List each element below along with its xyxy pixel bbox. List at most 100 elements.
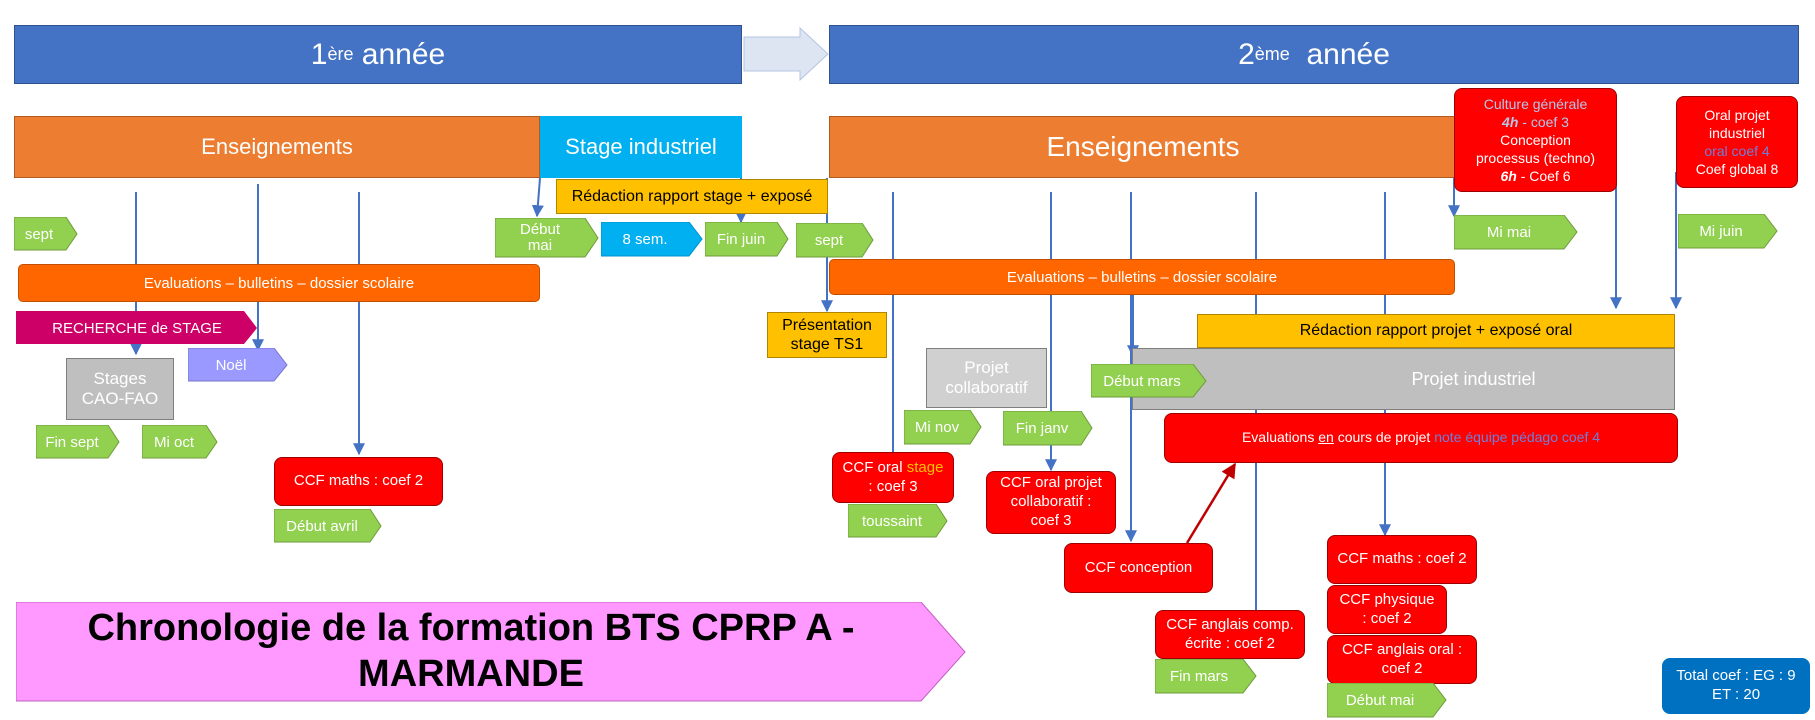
second-year-label: année	[1306, 37, 1390, 71]
tag-sept-1: sept	[14, 217, 78, 251]
ccf-anglais-ecrit-box: CCF anglais comp. écrite : coef 2	[1155, 610, 1305, 659]
ccf-oral-stage-c: : coef 3	[868, 477, 918, 495]
tag-sept-1-label: sept	[24, 225, 54, 243]
oral-projet-line1: Oral projet	[1704, 106, 1770, 123]
tag-8-sem-label: 8 sem.	[622, 231, 668, 248]
title-line1: Chronologie de la formation BTS CPRP A -	[87, 607, 855, 650]
oral-projet-line3: oral coef 4	[1704, 143, 1770, 159]
tag-debut-mai-1-line2: mai	[527, 237, 553, 254]
first-year-number: 1	[310, 37, 328, 71]
year-transition-arrow	[743, 26, 829, 82]
stages-cao-fao-box: Stages CAO-FAO	[66, 358, 174, 420]
oral-projet-box: Oral projet industriel oral coef 4 Coef …	[1676, 96, 1798, 188]
tag-mi-juin: Mi juin	[1678, 214, 1778, 249]
first-year-label: année	[361, 37, 446, 71]
red-arrow	[1185, 462, 1237, 544]
ccf-oral-collab-1: CCF oral projet	[1000, 474, 1102, 492]
tag-toussaint: toussaint	[848, 504, 948, 538]
tag-mi-nov: Mi nov	[904, 410, 982, 445]
eval-en-cours-part1: Evaluations	[1241, 429, 1319, 446]
ccf-oral-stage-box: CCF oral stage : coef 3	[832, 452, 954, 503]
oral-projet-line2: industriel	[1708, 124, 1766, 141]
tag-sept-2: sept	[796, 223, 874, 258]
enseignements-band-1: Enseignements	[14, 116, 540, 178]
evaluations-bar-1: Evaluations – bulletins – dossier scolai…	[18, 264, 540, 302]
tag-fin-mars-label: Fin mars	[1169, 668, 1229, 685]
culture-line1: Culture générale	[1483, 95, 1588, 112]
eval-en-cours-box: Evaluations en cours de projet note équi…	[1164, 413, 1678, 463]
stages-cao-line2: CAO-FAO	[81, 389, 159, 408]
tag-fin-janv-label: Fin janv	[1015, 420, 1069, 437]
ccf-oral-collab-3: coef 3	[1030, 511, 1072, 529]
title-banner: Chronologie de la formation BTS CPRP A -…	[16, 602, 966, 702]
ccf-anglais-ecrit-1: CCF anglais comp.	[1166, 615, 1294, 633]
culture-generale-box: Culture générale 4h - coef 3 Conception …	[1454, 88, 1617, 192]
first-year-superscript: ère	[327, 44, 354, 64]
tag-debut-avril: Début avril	[274, 509, 382, 543]
ccf-oral-stage-a: CCF oral	[842, 458, 907, 476]
tag-mi-nov-label: Mi nov	[914, 419, 960, 436]
tag-debut-mai-3: Début mai	[1327, 683, 1447, 718]
tag-fin-sept: Fin sept	[36, 425, 120, 459]
ccf-anglais-ecrit-2: écrite : coef 2	[1184, 634, 1276, 652]
tag-noel-label: Noël	[215, 356, 247, 374]
tag-debut-mai-3-label: Début mai	[1345, 692, 1415, 709]
culture-line5b: - Coef 6	[1516, 168, 1571, 185]
ccf-anglais-oral-2: coef 2	[1381, 659, 1423, 677]
total-coef-box: Total coef : EG : 9 ET : 20	[1662, 658, 1810, 714]
title-text: Chronologie de la formation BTS CPRP A -…	[87, 606, 854, 697]
eval-en-cours-part2: en	[1318, 429, 1334, 446]
redaction-projet-box: Rédaction rapport projet + exposé oral	[1197, 314, 1675, 348]
tag-mi-oct: Mi oct	[142, 425, 218, 459]
tag-debut-mai-1-line1: Début	[519, 220, 561, 238]
projet-industriel-box: Projet industriel	[1132, 348, 1675, 410]
ccf-oral-collab-2: collaboratif :	[1010, 493, 1092, 511]
tag-debut-mai-1: Début mai	[495, 218, 599, 258]
ccf-conception-box: CCF conception	[1064, 543, 1213, 593]
tag-sept-2-label: sept	[814, 232, 844, 249]
ccf-anglais-oral-1: CCF anglais oral :	[1341, 640, 1463, 658]
tag-fin-mars: Fin mars	[1155, 659, 1257, 694]
tag-noel: Noël	[188, 348, 288, 382]
recherche-stage-shape	[16, 311, 257, 344]
ccf-anglais-oral-box: CCF anglais oral : coef 2	[1327, 635, 1477, 684]
second-year-number: 2	[1238, 37, 1255, 71]
ccf-oral-stage-b: stage	[906, 458, 944, 476]
tag-fin-juin-label: Fin juin	[716, 231, 766, 248]
tag-mi-mai: Mi mai	[1454, 215, 1578, 250]
ccf-physique-2: : coef 2	[1362, 609, 1412, 627]
culture-line2a: 4h	[1502, 113, 1519, 130]
tag-debut-avril-label: Début avril	[286, 517, 358, 535]
culture-line4: processus (techno)	[1475, 150, 1596, 167]
total-line1: Total coef : EG : 9	[1676, 667, 1796, 685]
stage-industriel-band: Stage industriel	[540, 116, 742, 178]
projet-collaboratif-box: Projet collaboratif	[926, 348, 1047, 408]
redaction-stage-box: Rédaction rapport stage + exposé	[556, 179, 828, 214]
tag-fin-juin: Fin juin	[705, 222, 789, 257]
presentation-line2: stage TS1	[790, 336, 864, 353]
tag-mi-oct-label: Mi oct	[153, 433, 194, 451]
tag-fin-sept-label: Fin sept	[45, 433, 99, 451]
culture-line5a: 6h	[1500, 168, 1517, 185]
culture-line3: Conception	[1500, 131, 1571, 148]
eval-en-cours-part3: cours de projet	[1333, 429, 1435, 446]
total-line2: ET : 20	[1711, 686, 1761, 703]
tag-debut-mars: Début mars	[1091, 364, 1207, 398]
eval-en-cours-part4: note équipe pédago coef 4	[1434, 429, 1601, 446]
tag-fin-janv: Fin janv	[1003, 411, 1093, 446]
tag-toussaint-label: toussaint	[861, 512, 923, 530]
presentation-line1: Présentation	[782, 316, 872, 334]
projet-collab-line2: collaboratif	[945, 378, 1028, 397]
title-banner-shape	[16, 602, 966, 702]
connector-line	[531, 177, 544, 218]
ccf-physique-box: CCF physique : coef 2	[1327, 585, 1447, 634]
tag-mi-mai-label: Mi mai	[1486, 224, 1532, 241]
stages-cao-line1: Stages	[93, 369, 147, 388]
recherche-stage-tag: RECHERCHE de STAGE	[16, 311, 258, 345]
presentation-stage-box: Présentation stage TS1	[767, 312, 887, 358]
oral-projet-line4: Coef global 8	[1695, 161, 1779, 178]
recherche-stage-label: RECHERCHE de STAGE	[52, 319, 222, 337]
culture-line2b: - coef 3	[1518, 113, 1569, 130]
